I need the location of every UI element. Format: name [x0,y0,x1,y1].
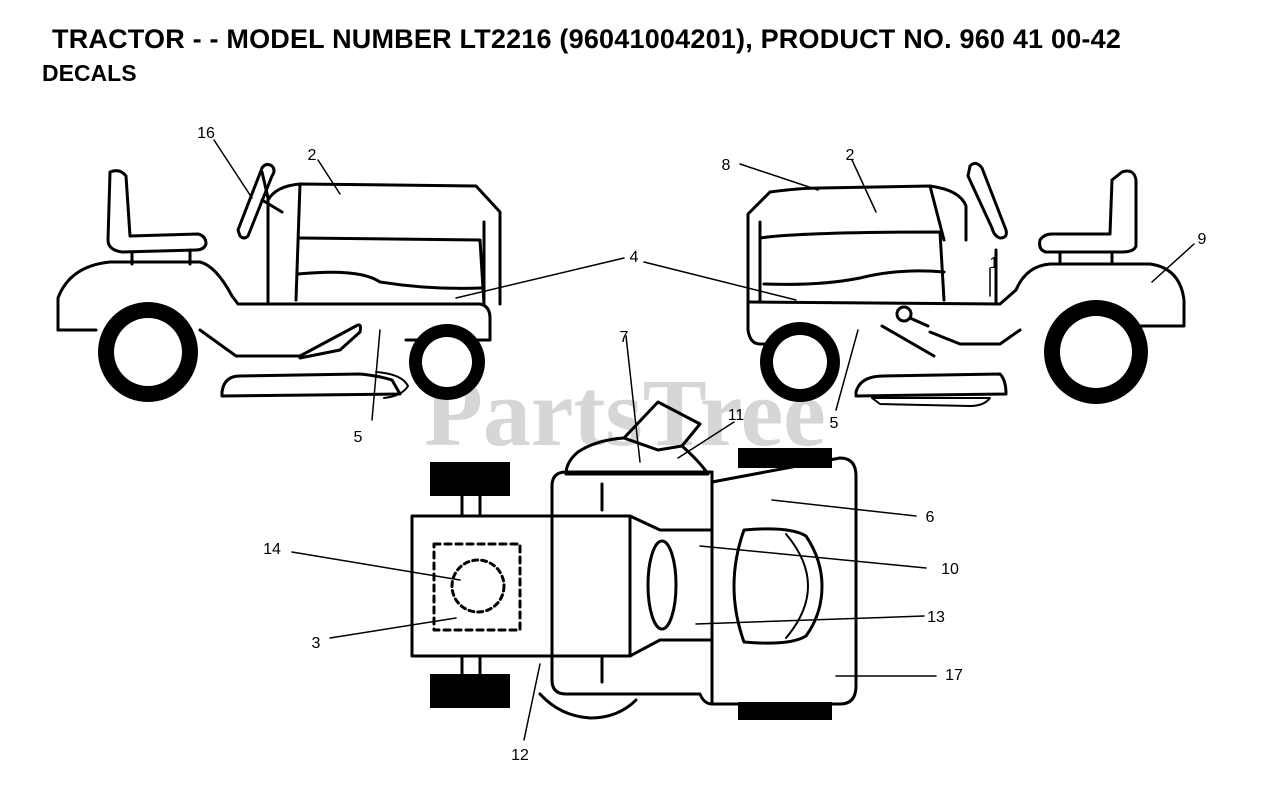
top-rear-right-wheel [738,702,832,720]
callout-12: 12 [511,747,529,764]
top-fender [550,456,858,706]
left-steering-wheel [236,162,276,240]
left-mower-deck [220,372,402,398]
callout-16: 16 [197,125,215,142]
left-body [56,260,492,342]
top-steering-cowl [564,400,710,476]
right-rear-wheel [1044,300,1148,404]
left-front-wheel [409,324,485,400]
callout-5-left: 5 [354,429,363,446]
top-seat [732,527,824,645]
callout-11: 11 [728,407,745,424]
right-steering-wheel [966,161,1008,240]
right-mower-deck [854,372,1008,398]
left-seat [106,169,208,254]
top-front-right-wheel [430,674,510,708]
page-title: TRACTOR - - MODEL NUMBER LT2216 (9604100… [52,24,1122,54]
right-side-view [746,161,1186,407]
callout-7: 7 [620,329,629,346]
left-pedal [298,323,362,360]
left-rear-wheel [98,302,198,402]
callout-5-right: 5 [830,415,839,432]
callout-10: 10 [941,561,959,578]
right-front-wheel [760,322,840,402]
right-body [746,262,1186,328]
right-hood [746,184,968,304]
callout-6: 6 [926,509,935,526]
callout-3: 3 [312,635,321,652]
page-subtitle: DECALS [42,60,137,86]
callout-9: 9 [1198,231,1207,248]
callout-2-right: 2 [846,147,855,164]
top-engine-outline [432,542,522,632]
callout-13: 13 [927,609,945,626]
callout-1: 1 [990,255,999,272]
callout-2-left: 2 [308,147,317,164]
top-view [410,400,858,720]
callout-8: 8 [722,157,731,174]
callout-numbers: 16 2 8 2 4 9 1 5 5 7 11 6 14 10 13 3 17 … [197,125,1206,764]
top-rear-left-wheel [738,448,832,468]
left-side-view [56,162,502,399]
left-hood [266,182,502,306]
top-front-left-wheel [430,462,510,496]
right-seat [1038,169,1138,254]
callout-14: 14 [263,541,281,558]
leader-lines [213,139,1195,741]
callout-4: 4 [630,249,639,266]
top-hood [410,514,632,658]
callout-17: 17 [945,667,963,684]
